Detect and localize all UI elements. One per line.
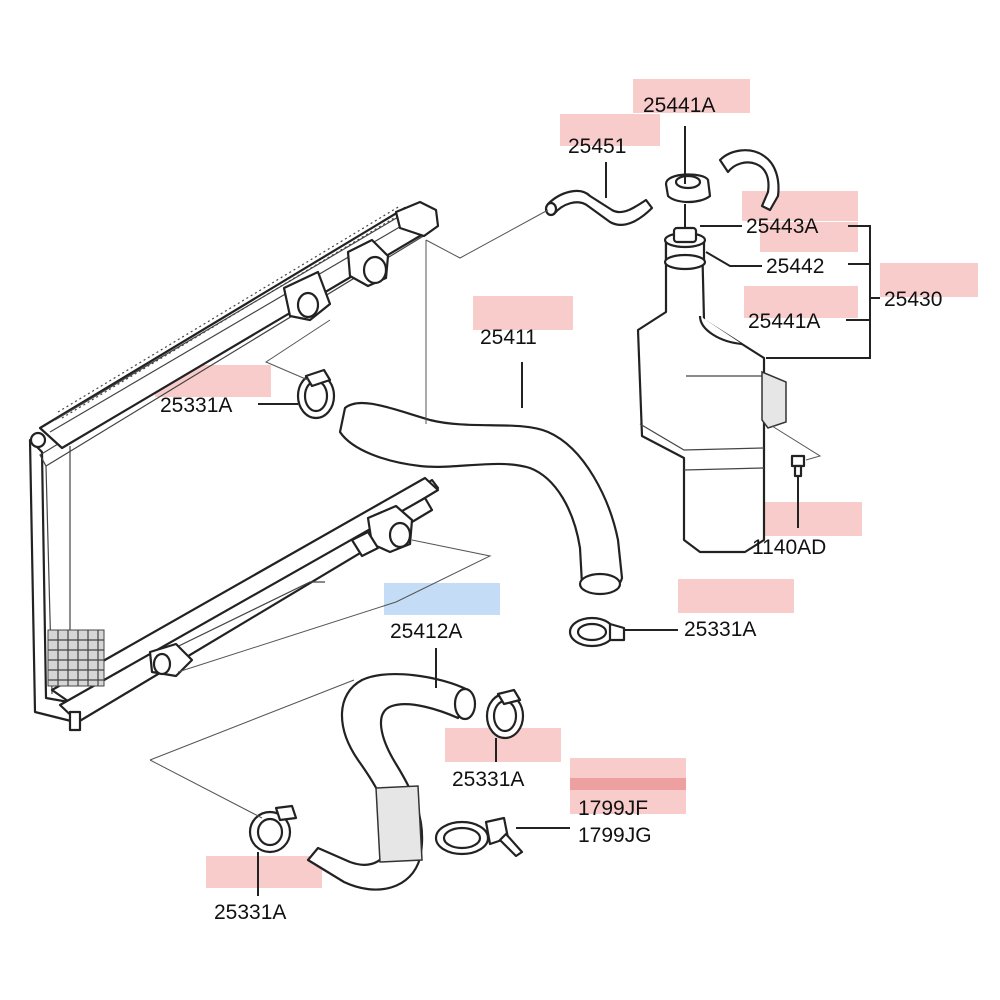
label-1799JF[interactable]: 1799JF <box>578 797 648 820</box>
upper-hose-outlet-end <box>578 572 622 596</box>
overflow-hose[interactable] <box>546 189 654 226</box>
highlight-25412A <box>384 583 500 615</box>
label-25331A-left[interactable]: 25331A <box>160 394 232 417</box>
radiator-core-hatch <box>47 629 105 687</box>
label-25331A-right[interactable]: 25331A <box>684 618 756 641</box>
label-25331A-center[interactable]: 25331A <box>452 768 524 791</box>
label-25430[interactable]: 25430 <box>884 288 942 311</box>
label-25412A[interactable]: 25412A <box>390 620 462 643</box>
hose-clamp-right[interactable] <box>568 616 626 648</box>
highlight-25441A-mid <box>744 286 858 318</box>
highlight-25331A-right <box>678 579 794 613</box>
highlight-25430 <box>880 263 978 297</box>
highlight-25411 <box>473 296 573 330</box>
label-1140AD[interactable]: 1140AD <box>752 536 826 559</box>
label-25441A-mid[interactable]: 25441A <box>748 310 820 333</box>
hose-clamp-center[interactable] <box>485 688 525 740</box>
mounting-bolt[interactable] <box>790 454 806 478</box>
lower-hose-inlet-end <box>453 687 477 721</box>
part-labels: 25441A 25451 25443A 25442 25430 25441A 2… <box>160 94 942 924</box>
reservoir-cap[interactable] <box>672 204 698 244</box>
highlight-25442 <box>760 222 858 252</box>
label-1799JG[interactable]: 1799JG <box>578 824 652 847</box>
label-25331A-bottom[interactable]: 25331A <box>214 901 286 924</box>
highlight-25451 <box>560 114 660 146</box>
hose-clamp-1799JF[interactable] <box>434 816 524 858</box>
highlight-25441A-top <box>633 79 750 113</box>
highlight-1799JF-stripe <box>570 778 686 790</box>
lower-radiator-hose[interactable] <box>306 673 470 891</box>
leader-lines <box>149 126 880 896</box>
label-25443A[interactable]: 25443A <box>746 215 818 238</box>
highlight-25331A-bottom <box>206 856 322 888</box>
radiator <box>28 200 440 732</box>
label-25451[interactable]: 25451 <box>568 135 626 158</box>
label-25441A-top[interactable]: 25441A <box>643 94 715 117</box>
reservoir-tank[interactable] <box>636 231 787 554</box>
label-25411[interactable]: 25411 <box>480 326 537 349</box>
lower-hose-sleeve <box>375 785 423 863</box>
reservoir-vent-hose[interactable] <box>718 149 780 212</box>
breather-fitting[interactable] <box>664 173 712 204</box>
upper-radiator-hose[interactable] <box>338 401 624 593</box>
hose-clamp-bottom[interactable] <box>248 804 298 854</box>
label-25442[interactable]: 25442 <box>766 255 824 278</box>
hose-clamp-left[interactable] <box>296 368 336 420</box>
